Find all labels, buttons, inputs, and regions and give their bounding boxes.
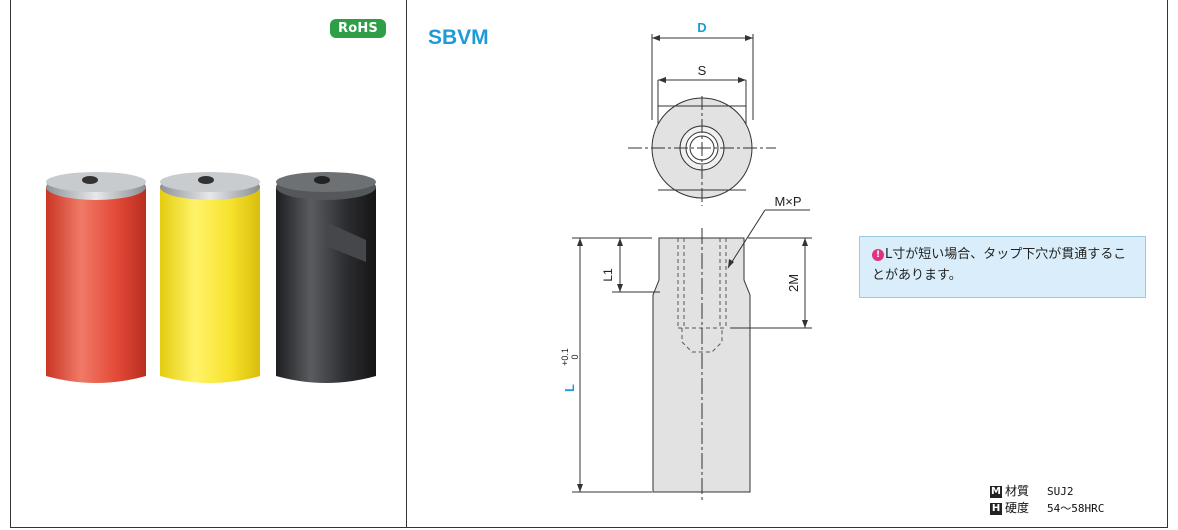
spec-sheet-frame (10, 0, 1168, 528)
spec-table: M 材質 SUJ2 H 硬度 54～58HRC (990, 483, 1104, 517)
red-sleeve (46, 172, 146, 383)
spec-row-hardness: H 硬度 54～58HRC (990, 500, 1104, 517)
dim-L-label: L (562, 384, 577, 392)
hardness-badge: H (990, 502, 1002, 515)
material-badge: M (990, 485, 1002, 498)
dim-2M-label: 2M (786, 274, 801, 292)
hardness-label: 硬度 (1005, 501, 1030, 515)
dim-MxP-label: M×P (774, 194, 801, 209)
dim-S-label: S (698, 63, 707, 78)
black-sleeve (276, 172, 376, 383)
spec-row-material: M 材質 SUJ2 (990, 483, 1104, 500)
material-label: 材質 (1005, 484, 1030, 498)
tol-lower-label: 0 (570, 354, 580, 359)
dim-D-label: D (697, 20, 706, 35)
technical-drawing: D S M×P L1 2M L +0.1 0 (560, 20, 812, 500)
hardness-value: 54～58HRC (1047, 502, 1105, 515)
tol-upper-label: +0.1 (560, 348, 570, 366)
note-box: !L寸が短い場合、タップ下穴が貫通することがあります。 (859, 236, 1146, 298)
warning-icon: ! (872, 249, 884, 261)
material-value: SUJ2 (1047, 485, 1074, 498)
rohs-badge: RoHS (330, 19, 386, 38)
note-text: L寸が短い場合、タップ下穴が貫通することがあります。 (872, 247, 1127, 283)
panel-divider (406, 0, 407, 528)
dim-L1-label: L1 (601, 268, 615, 282)
product-photo (46, 172, 376, 383)
model-name: SBVM (428, 26, 489, 49)
yellow-sleeve (160, 172, 260, 383)
